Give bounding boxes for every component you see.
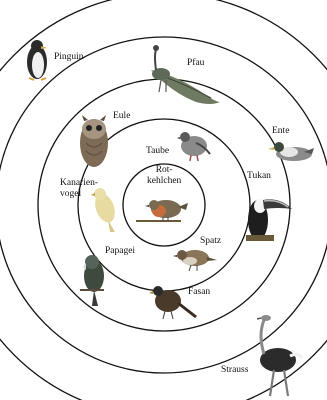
- label-rotkehlchen: Rot- kehlchen: [147, 165, 181, 187]
- toucan-icon: [246, 199, 292, 241]
- label-taube: Taube: [146, 146, 169, 157]
- label-ente: Ente: [272, 126, 289, 137]
- label-pinguin: Pinguin: [54, 52, 84, 63]
- label-fasan: Fasan: [188, 287, 210, 298]
- label-kanarienvogel: Kanarien- vogel: [60, 178, 98, 200]
- peacock-icon: [151, 45, 220, 104]
- label-tukan: Tukan: [247, 171, 271, 182]
- sparrow-icon: [173, 250, 217, 271]
- penguin-icon: [27, 40, 47, 80]
- pigeon-icon: [177, 132, 210, 161]
- duck-icon: [268, 142, 314, 161]
- owl-icon: [80, 115, 108, 167]
- label-eule: Eule: [113, 111, 130, 122]
- label-papagei: Papagei: [105, 246, 135, 257]
- label-spatz: Spatz: [200, 236, 221, 247]
- label-pfau: Pfau: [187, 58, 204, 69]
- label-strauss: Strauss: [221, 365, 248, 376]
- robin-icon: [136, 200, 188, 221]
